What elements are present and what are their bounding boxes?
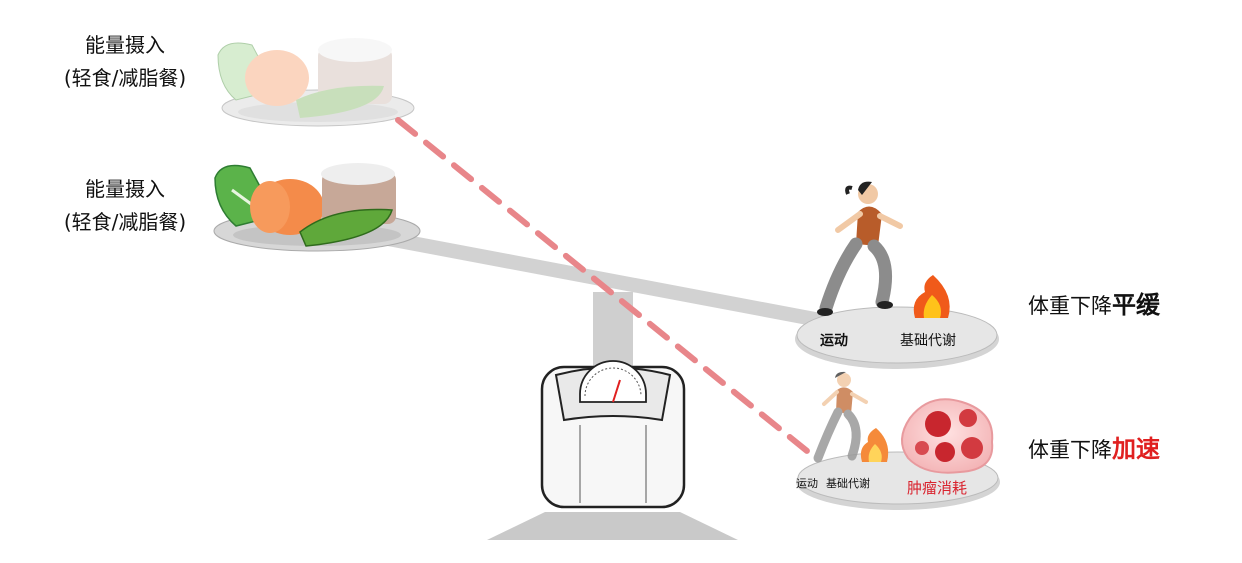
result-slow-prefix: 体重下降 — [1028, 294, 1112, 318]
food-plate-ghost — [217, 38, 415, 127]
result-fast-prefix: 体重下降 — [1028, 438, 1112, 462]
exercise-label-small: 运动 — [796, 477, 818, 490]
metabolism-label-small: 基础代谢 — [826, 476, 870, 490]
exercise-label: 运动 — [820, 332, 848, 349]
food-plate-main — [213, 163, 421, 252]
fire-icon — [913, 275, 950, 318]
upper-outcome-plate — [795, 306, 999, 369]
balance-base — [487, 512, 738, 540]
result-slow-emphasis: 平缓 — [1112, 291, 1161, 319]
tumor-icon — [901, 398, 994, 474]
tilt-dashed-line — [395, 117, 815, 458]
bathroom-scale — [540, 360, 686, 509]
food-label-main-line2: (轻食/减脂餐) — [64, 210, 186, 234]
food-label-ghost-line2: (轻食/减脂餐) — [64, 66, 186, 90]
metabolism-label: 基础代谢 — [900, 332, 956, 349]
fire-icon — [860, 428, 889, 462]
food-label-ghost-line1: 能量摄入 — [85, 33, 165, 57]
result-slow: 体重下降平缓 — [1028, 291, 1161, 319]
result-fast: 体重下降加速 — [1028, 435, 1160, 463]
food-label-main-line1: 能量摄入 — [85, 177, 165, 201]
result-fast-emphasis: 加速 — [1112, 435, 1160, 463]
runner-figure-small — [813, 371, 868, 463]
tumor-consumption-label: 肿瘤消耗 — [907, 479, 967, 497]
runner-figure-large — [817, 181, 903, 316]
balance-beam — [356, 226, 858, 334]
